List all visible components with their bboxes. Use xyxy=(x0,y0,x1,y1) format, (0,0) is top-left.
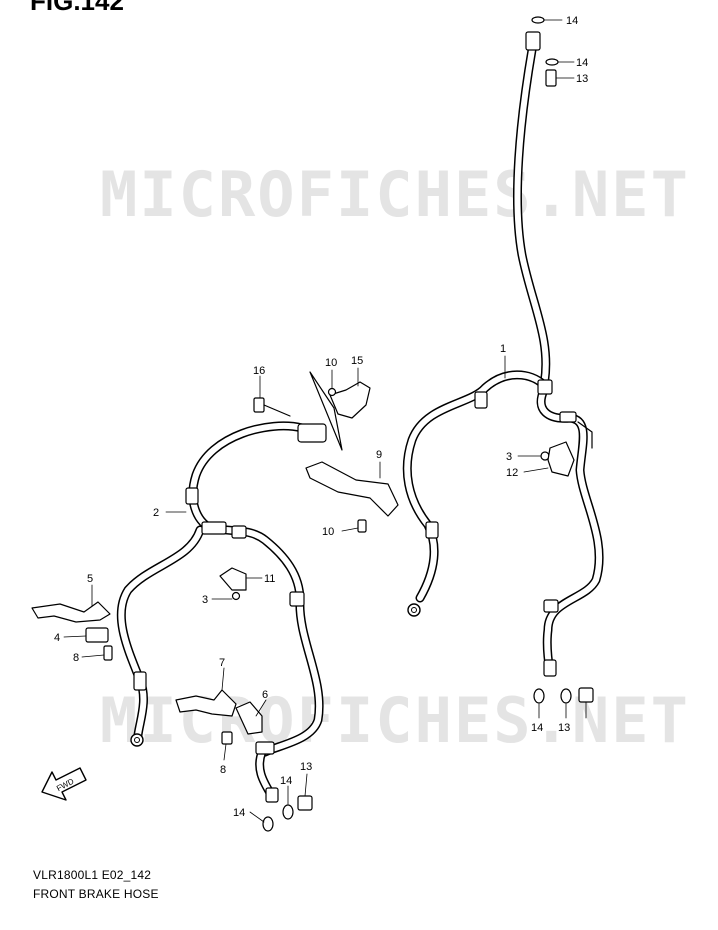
leader-lines xyxy=(63,19,587,823)
hose-1 xyxy=(402,31,604,677)
callout-13: 13 xyxy=(300,761,312,773)
callout-5: 5 xyxy=(87,573,93,585)
callout-14: 14 xyxy=(280,775,292,787)
section-title: FRONT BRAKE HOSE xyxy=(33,887,159,901)
callout-11: 11 xyxy=(264,573,275,585)
callout-7: 7 xyxy=(219,657,225,669)
callout-6: 6 xyxy=(262,689,268,701)
model-code: VLR1800L1 E02_142 xyxy=(33,868,152,882)
callout-16: 16 xyxy=(253,365,265,377)
callout-14: 14 xyxy=(531,722,543,734)
callout-8: 8 xyxy=(73,652,79,664)
hose-2 xyxy=(116,421,327,803)
callout-14: 14 xyxy=(566,15,578,27)
brackets-left xyxy=(31,371,399,832)
callout-10: 10 xyxy=(325,357,337,369)
callout-14: 13 xyxy=(558,722,570,734)
callout-12: 12 xyxy=(506,467,518,479)
fwd-arrow-icon xyxy=(41,767,87,801)
callout-14: 14 xyxy=(233,807,245,819)
callout-15: 15 xyxy=(351,355,363,367)
watermark-top: MICROFICHES.NET xyxy=(100,158,690,231)
figure-title: FIG.142 xyxy=(30,0,124,16)
callout-10: 10 xyxy=(322,526,334,538)
callout-1: 1 xyxy=(500,343,506,355)
callout-2: 2 xyxy=(153,507,159,519)
callout-4: 4 xyxy=(54,632,60,644)
callout-3: 3 xyxy=(506,451,512,463)
callout-13: 13 xyxy=(576,73,588,85)
callout-14: 14 xyxy=(576,57,588,69)
callout-8: 8 xyxy=(220,764,226,776)
callout-3: 3 xyxy=(202,594,208,606)
callout-9: 9 xyxy=(376,449,382,461)
fasteners-right xyxy=(531,16,594,704)
